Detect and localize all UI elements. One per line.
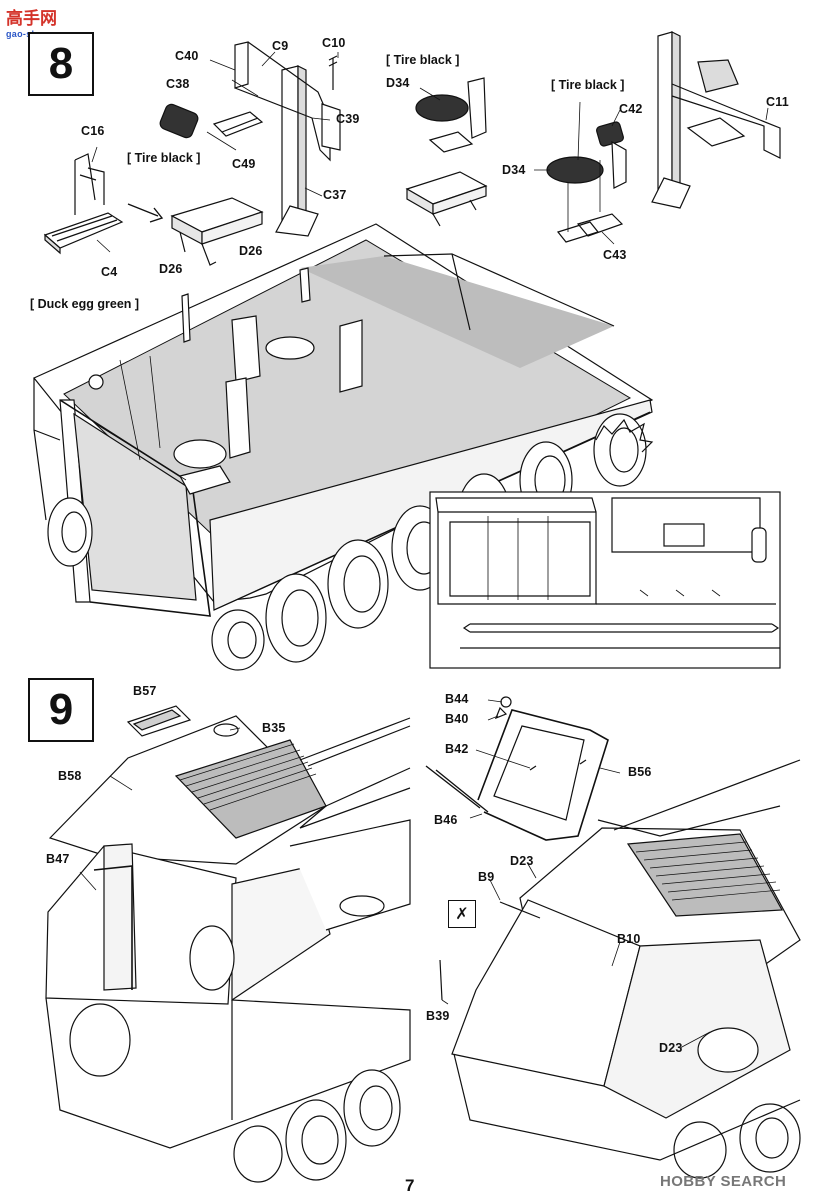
part-label-c16: C16 [81, 124, 105, 138]
part-label-c40: C40 [175, 49, 199, 63]
part-label-b10: B10 [617, 932, 641, 946]
part-label-b47: B47 [46, 852, 70, 866]
part-label-b46: B46 [434, 813, 458, 827]
page-number: 7 [405, 1176, 415, 1195]
part-label-c39: C39 [336, 112, 360, 126]
part-label-c42: C42 [619, 102, 643, 116]
part-label-c38: C38 [166, 77, 190, 91]
part-label-d34-a: D34 [386, 76, 410, 90]
step-9-number: 9 [28, 678, 94, 742]
part-label-c4: C4 [101, 265, 118, 279]
part-label-b9: B9 [478, 870, 495, 884]
paint-note-tire-black-3: [ Tire black ] [551, 78, 625, 92]
part-label-b42: B42 [445, 742, 469, 756]
part-label-d23-b: D23 [659, 1041, 683, 1055]
watermark-text: 高手网 [6, 9, 57, 28]
part-label-d34-b: D34 [502, 163, 526, 177]
part-label-c9: C9 [272, 39, 289, 53]
part-label-b58: B58 [58, 769, 82, 783]
part-label-b44: B44 [445, 692, 469, 706]
part-label-b57: B57 [133, 684, 157, 698]
watermark-hobby-search: HOBBY SEARCH [660, 1173, 787, 1190]
paint-note-tire-black-2: [ Tire black ] [386, 53, 460, 67]
part-label-c11: C11 [766, 95, 789, 109]
part-label-c10: C10 [322, 36, 346, 50]
part-label-c43: C43 [603, 248, 627, 262]
part-label-d26-b: D26 [159, 262, 183, 276]
step9-drawing [45, 696, 801, 1183]
part-label-c49: C49 [232, 157, 256, 171]
paint-note-duck-egg-green: [ Duck egg green ] [30, 297, 140, 311]
step-8-number: 8 [28, 32, 94, 96]
part-label-b39: B39 [426, 1009, 450, 1023]
part-label-c37: C37 [323, 188, 347, 202]
part-label-b35: B35 [262, 721, 286, 735]
part-label-b40: B40 [445, 712, 469, 726]
part-label-d23-a: D23 [510, 854, 534, 868]
part-label-d26-a: D26 [239, 244, 263, 258]
part-label-b56: B56 [628, 765, 652, 779]
paint-note-tire-black-1: [ Tire black ] [127, 151, 201, 165]
no-cement-icon: ✗ [448, 900, 476, 928]
